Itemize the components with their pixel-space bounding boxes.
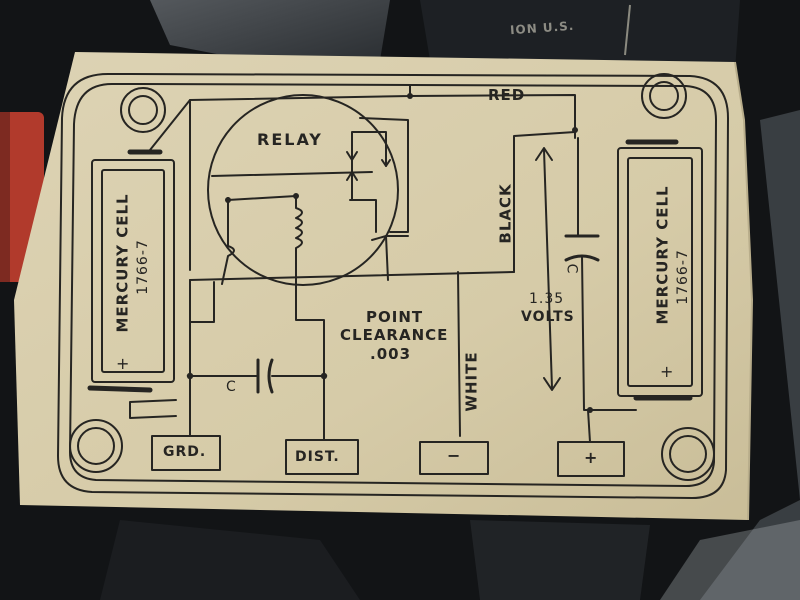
relay-contact-lines bbox=[349, 117, 409, 233]
left-cell-name: MERCURY CELL bbox=[113, 193, 132, 333]
wire-cap-right-bottom bbox=[581, 255, 637, 411]
relay-circle bbox=[207, 94, 399, 286]
wire-top-left bbox=[149, 85, 411, 151]
plastic-bag-top bbox=[150, 0, 390, 70]
background-object-bottom bbox=[100, 520, 360, 600]
wire-relay-top-inner bbox=[211, 171, 373, 177]
paper-card bbox=[14, 52, 752, 520]
left-mercury-cell bbox=[91, 159, 175, 383]
capacitor-right-label: C bbox=[563, 263, 580, 275]
terminal-minus-label: − bbox=[447, 446, 462, 465]
terminal-dist-box bbox=[285, 439, 359, 475]
wire-red bbox=[409, 94, 576, 131]
point-clearance-line1: POINT bbox=[366, 308, 424, 326]
terminal-grd-box bbox=[151, 435, 221, 471]
terminal-dist-label: DIST. bbox=[295, 449, 340, 465]
right-cell-model: 1766-7 bbox=[675, 249, 691, 305]
wire-black bbox=[513, 131, 576, 273]
volts-arrow-top bbox=[535, 147, 553, 161]
left-cell-bottom-terminal bbox=[87, 385, 153, 393]
terminal-minus-box bbox=[419, 441, 489, 475]
white-wire-label: WHITE bbox=[462, 351, 481, 412]
background-card bbox=[420, 0, 740, 70]
terminal-plus-box bbox=[557, 441, 625, 477]
volts-unit: VOLTS bbox=[521, 309, 575, 325]
relay-contact-arrow-small bbox=[381, 155, 391, 167]
relay-contact-arrow-up bbox=[346, 171, 358, 187]
schematic-ink bbox=[57, 73, 729, 499]
plastic-bag-bottom-right bbox=[660, 520, 800, 600]
relay-contact-arrow-down bbox=[346, 145, 358, 161]
volts-value: 1.35 bbox=[529, 291, 565, 307]
terminal-plus-label: + bbox=[584, 448, 599, 467]
inner-border bbox=[69, 83, 717, 487]
wire-cap-right bbox=[295, 281, 325, 377]
red-wire-label: RED bbox=[488, 86, 526, 104]
outer-border bbox=[57, 73, 729, 499]
volts-arrow-line bbox=[543, 149, 553, 389]
point-clearance-line2: CLEARANCE bbox=[340, 326, 449, 344]
mount-hole-bottom-right bbox=[661, 427, 715, 481]
background-card-edge bbox=[624, 4, 631, 56]
wire-plus-lead bbox=[587, 409, 591, 443]
wire-middle-horizontal bbox=[189, 271, 515, 281]
right-cell-name: MERCURY CELL bbox=[653, 185, 672, 325]
mount-hole-bottom-left bbox=[69, 419, 123, 473]
left-cell-plus: + bbox=[116, 354, 131, 373]
capacitor-left-label: C bbox=[226, 379, 237, 395]
right-cell-plus: + bbox=[660, 362, 675, 381]
volts-arrow-bottom bbox=[543, 377, 561, 391]
mount-hole-top-right bbox=[641, 73, 687, 119]
terminal-grd-label: GRD. bbox=[163, 444, 207, 460]
left-cell-model: 1766-7 bbox=[135, 239, 151, 295]
plastic-bag-right bbox=[700, 110, 800, 600]
mount-hole-top-left bbox=[120, 87, 166, 133]
relay-coil-lead-left bbox=[221, 197, 235, 285]
junction-dots bbox=[186, 93, 593, 413]
point-clearance-value: .003 bbox=[370, 345, 412, 363]
wire-white bbox=[457, 271, 461, 437]
wire-cap-left bbox=[189, 279, 215, 323]
capacitor-left-plate-b bbox=[267, 358, 274, 394]
wire-left-cell-to-grd bbox=[129, 399, 177, 419]
black-wire-label: BLACK bbox=[496, 183, 515, 244]
relay-label: RELAY bbox=[257, 130, 323, 149]
